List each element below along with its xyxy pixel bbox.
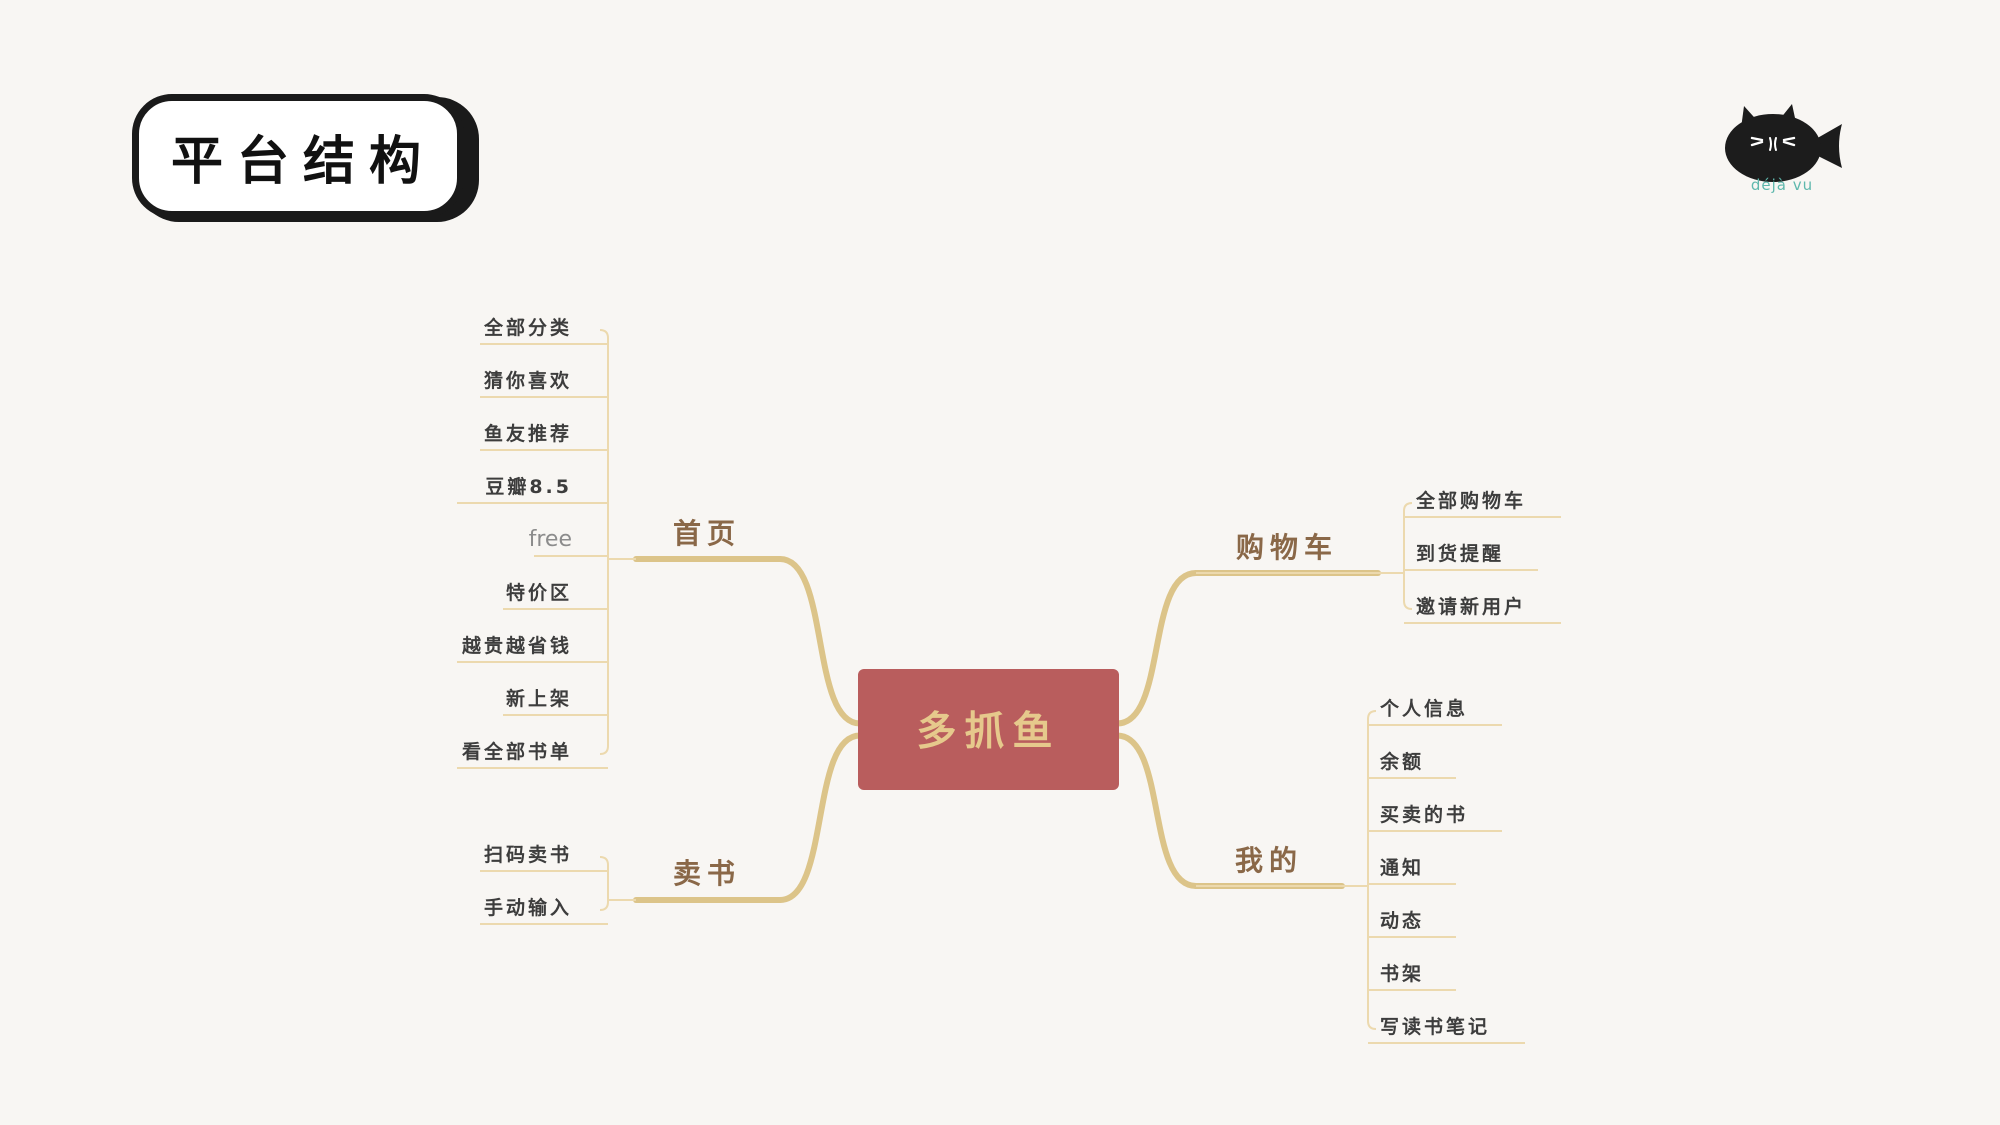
leaf-0-5: 特价区: [506, 582, 572, 604]
branch-label-3: 我的: [1235, 844, 1303, 877]
title-box: 平台结构: [132, 94, 464, 218]
branch-label-1: 卖书: [673, 857, 741, 890]
leaf-spine-2: [1403, 502, 1413, 610]
leaf-3-5: 书架: [1380, 963, 1424, 985]
page-title: 平台结构: [170, 131, 435, 192]
connector-0: [777, 556, 863, 727]
leaf-spine-1: [599, 856, 609, 911]
leaf-3-0: 个人信息: [1379, 697, 1468, 720]
leaf-3-3: 通知: [1380, 856, 1424, 879]
connector-1: [777, 732, 863, 903]
leaf-2-1: 到货提醒: [1416, 542, 1504, 565]
leaf-0-2: 鱼友推荐: [484, 422, 572, 445]
cat-fish-icon: [1725, 104, 1842, 182]
leaf-3-2: 买卖的书: [1380, 803, 1468, 826]
leaf-0-1: 猜你喜欢: [484, 369, 572, 392]
center-node: [858, 669, 1119, 790]
leaf-2-0: 全部购物车: [1415, 489, 1526, 512]
leaf-1-0: 扫码卖书: [484, 843, 572, 866]
connector-3: [1114, 732, 1199, 889]
connector-2: [1114, 570, 1199, 727]
leaf-0-0: 全部分类: [483, 316, 572, 339]
logo-text: déjà vu: [1750, 176, 1814, 194]
leaf-0-4: free: [529, 527, 572, 552]
leaf-3-1: 余额: [1379, 750, 1424, 773]
leaf-1-1: 手动输入: [484, 896, 572, 919]
leaf-2-2: 邀请新用户: [1416, 595, 1526, 618]
leaf-spine-3: [1367, 710, 1377, 1030]
leaf-3-4: 动态: [1380, 909, 1424, 932]
leaf-0-6: 越贵越省钱: [461, 634, 572, 657]
leaf-0-8: 看全部书单: [461, 740, 572, 763]
branch-label-2: 购物车: [1236, 531, 1338, 564]
leaf-0-7: 新上架: [506, 687, 572, 710]
leaf-3-6: 写读书笔记: [1380, 1015, 1490, 1038]
branch-label-0: 首页: [673, 517, 741, 550]
leaf-spine-0: [599, 329, 609, 755]
center-label: 多抓鱼: [917, 709, 1061, 755]
leaf-0-3: 豆瓣8.5: [485, 476, 572, 498]
